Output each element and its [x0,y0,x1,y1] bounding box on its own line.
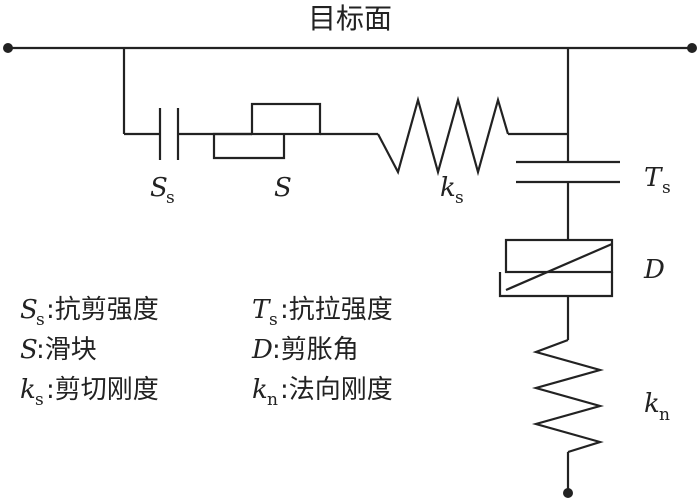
label-D: D [643,255,665,285]
legend-item-ks: k s :剪切刚度 [20,375,159,410]
legend-item-D: D :剪胀角 [251,335,359,365]
svg-text:s: s [662,178,671,198]
svg-text:S: S [20,295,38,325]
svg-text:s: s [269,310,278,330]
svg-text::剪切刚度: :剪切刚度 [46,375,159,405]
label-S: S [274,173,292,203]
dilation-element [498,238,614,298]
svg-text:k: k [252,375,268,405]
left-endpoint [3,43,13,53]
svg-text:n: n [267,390,278,410]
svg-text:s: s [455,188,464,208]
svg-text:D: D [251,335,273,365]
svg-text:k: k [644,389,660,419]
svg-text:k: k [440,173,456,203]
slider-element [212,102,322,160]
label-Ts: T s [644,163,671,198]
legend-item-kn: k n :法向刚度 [252,375,393,410]
svg-text:S: S [20,335,38,365]
svg-text:S: S [150,173,168,203]
legend-item-Ss: S s :抗剪强度 [20,295,159,330]
svg-text::剪胀角: :剪胀角 [272,335,359,365]
tensile-strength-element [516,160,620,184]
svg-text:s: s [35,390,44,410]
label-Ss: S s [150,173,175,208]
right-endpoint [687,43,697,53]
svg-text:T: T [252,295,271,325]
bottom-endpoint [563,488,573,498]
shear-strength-element [158,108,180,160]
svg-text:n: n [659,405,670,425]
svg-text:s: s [36,310,45,330]
svg-text::抗拉强度: :抗拉强度 [280,295,393,325]
svg-text:s: s [166,188,175,208]
shear-stiffness-spring [377,95,510,177]
label-ks: k s [440,173,464,208]
legend-item-S: S :滑块 [20,335,97,365]
svg-text:T: T [644,163,663,193]
svg-text::法向刚度: :法向刚度 [280,375,393,405]
svg-text:k: k [20,375,36,405]
svg-text::抗剪强度: :抗剪强度 [46,295,159,325]
label-kn: k n [644,389,670,425]
target-surface-title: 目标面 [308,2,392,35]
svg-text::滑块: :滑块 [36,335,97,365]
legend-item-Ts: T s :抗拉强度 [252,295,393,330]
normal-stiffness-spring [531,338,605,454]
